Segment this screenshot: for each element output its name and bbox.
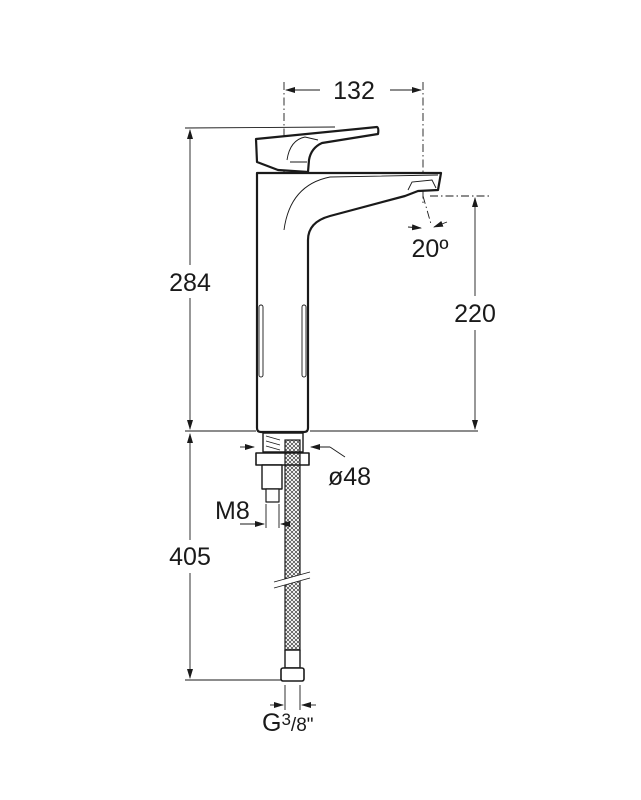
dimension-220: 220 — [454, 197, 496, 430]
dimension-label-132: 132 — [333, 77, 375, 105]
flexible-hose — [284, 439, 301, 651]
faucet-body — [255, 171, 443, 434]
dimension-label-g3-8: G3/8" — [262, 709, 314, 737]
mounting-assembly — [255, 432, 311, 682]
dimension-405: 405 — [169, 433, 211, 679]
dimension-132: 132 — [285, 77, 422, 105]
dimension-label-220: 220 — [454, 300, 496, 328]
dimension-diameter-48: ø48 — [240, 444, 371, 491]
dimension-g3-8: G3/8" — [262, 685, 316, 737]
dimension-284: 284 — [169, 129, 211, 430]
connection-numerator: 3 — [281, 710, 290, 729]
dimension-m8: M8 — [215, 497, 290, 528]
connection-denominator: /8" — [291, 715, 314, 736]
dimension-label-20deg: 20º — [412, 235, 449, 263]
dimension-label-48: ø48 — [328, 463, 371, 491]
dimension-label-m8: M8 — [215, 497, 250, 525]
faucet-lever — [254, 125, 380, 174]
dimension-label-405: 405 — [169, 543, 211, 571]
extension-line-top — [184, 126, 336, 129]
connection-prefix: G — [262, 709, 281, 737]
dimension-label-284: 284 — [169, 269, 211, 297]
dimension-20-degrees: 20º — [407, 195, 449, 263]
